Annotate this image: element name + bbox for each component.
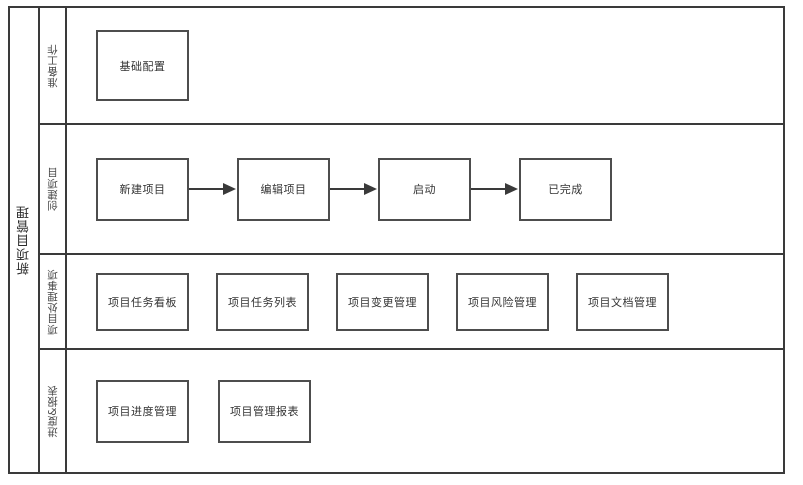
- row-body-create-project: 新建项目 编辑项目 启动 已完成: [67, 125, 783, 253]
- page-title: 新项目管理: [16, 205, 32, 275]
- node-start[interactable]: 启动: [378, 157, 471, 221]
- arrow-head: [364, 183, 377, 195]
- arrow-shaft: [471, 188, 509, 190]
- row-label-progress-reports: 进度&报表: [40, 350, 67, 472]
- row-label-text: 准备工作: [47, 43, 59, 88]
- row-label-project-tasks: 项目处理事项: [40, 255, 67, 348]
- node-project-progress-management[interactable]: 项目进度管理: [96, 379, 189, 443]
- node-project-risk-management[interactable]: 项目风险管理: [456, 272, 549, 331]
- arrow-head: [505, 183, 518, 195]
- row-body-project-tasks: 项目任务看板 项目任务列表 项目变更管理 项目风险管理 项目文档管理: [67, 255, 783, 348]
- arrow-icon: [189, 183, 237, 195]
- row-label-text: 项目处理事项: [47, 268, 59, 335]
- node-project-management-report[interactable]: 项目管理报表: [218, 379, 311, 443]
- node-project-change-management[interactable]: 项目变更管理: [336, 272, 429, 331]
- node-edit-project[interactable]: 编辑项目: [237, 157, 330, 221]
- swimlane-row-preparation: 准备工作 基础配置: [40, 8, 783, 125]
- row-label-text: 创建项目: [47, 167, 59, 211]
- row-label-preparation: 准备工作: [40, 8, 67, 123]
- row-body-preparation: 基础配置: [67, 8, 783, 123]
- arrow-head: [223, 183, 236, 195]
- arrow-shaft: [330, 188, 368, 190]
- swimlane-row-progress-reports: 进度&报表 项目进度管理 项目管理报表: [40, 350, 783, 472]
- swimlane-row-project-tasks: 项目处理事项 项目任务看板 项目任务列表 项目变更管理 项目风险管理 项目文档管…: [40, 255, 783, 350]
- swimlane-row-create-project: 创建项目 新建项目 编辑项目 启动: [40, 125, 783, 255]
- row-body-progress-reports: 项目进度管理 项目管理报表: [67, 350, 783, 472]
- row-label-create-project: 创建项目: [40, 125, 67, 253]
- row-label-text: 进度&报表: [47, 384, 59, 438]
- node-basic-configuration[interactable]: 基础配置: [96, 30, 189, 101]
- node-new-project[interactable]: 新建项目: [96, 157, 189, 221]
- arrow-icon: [330, 183, 378, 195]
- node-completed[interactable]: 已完成: [519, 157, 612, 221]
- node-project-document-management[interactable]: 项目文档管理: [576, 272, 669, 331]
- node-project-task-board[interactable]: 项目任务看板: [96, 272, 189, 331]
- arrow-icon: [471, 183, 519, 195]
- diagram-frame: 新项目管理 准备工作 基础配置 创建项目 新建项目: [8, 6, 785, 474]
- node-project-task-list[interactable]: 项目任务列表: [216, 272, 309, 331]
- diagram-title-column: 新项目管理: [10, 8, 40, 472]
- swimlane-rows: 准备工作 基础配置 创建项目 新建项目 编辑项目: [40, 8, 783, 472]
- arrow-shaft: [189, 188, 227, 190]
